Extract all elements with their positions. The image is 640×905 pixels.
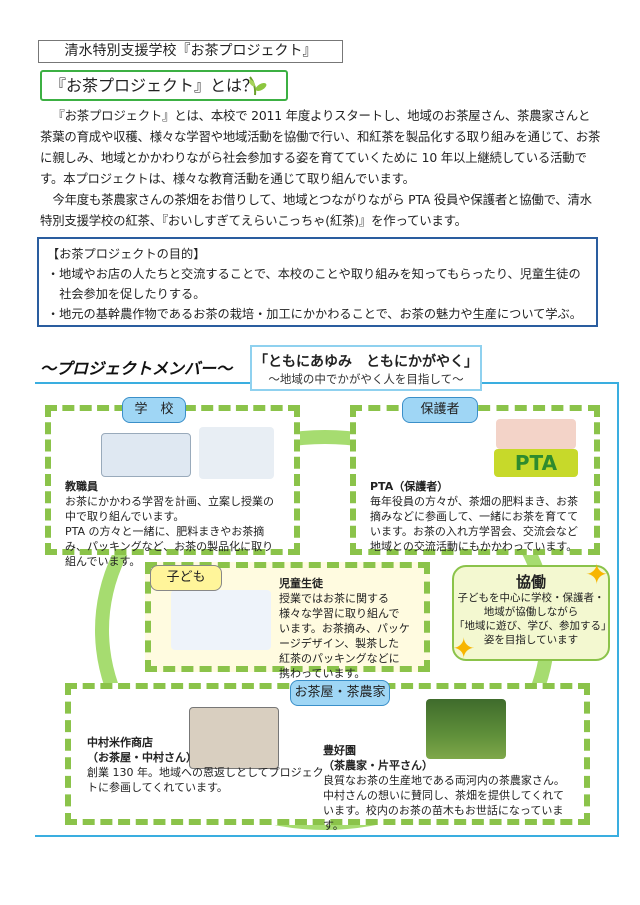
parents-text: 毎年役員の方々が、茶畑の肥料まき、お茶摘みなどに参画して、一緒にお茶を育てていま… (370, 495, 579, 553)
kyodo-bubble: 協働 子どもを中心に学校・保護者・ 地域が協働しながら 「地域に遊び、学び、参加… (452, 565, 612, 661)
shop-b-role: （茶農家・片平さん） (323, 759, 433, 772)
school-box: 教職員 お茶にかかわる学習を計画、立案し授業の中で取り組んでいます。 PTA の… (45, 405, 300, 568)
shop-b-text: 良質なお茶の生産地である両河内の茶農家さん。中村さんの想いに賛同し、茶畑を提供し… (323, 774, 565, 832)
pta-sign: PTA (494, 449, 578, 477)
school-text2: PTA の方々と一緒に、肥料まきやお茶摘み、パッキングなど、お茶の製品化に取り組… (65, 525, 274, 568)
shop-box: 中村米作商店 （お茶屋・中村さん） 創業 130 年。地域への恩返しとしてプロジ… (65, 683, 590, 832)
intro-paragraph: 『お茶プロジェクト』とは、本校で 2011 年度よりスタートし、地域のお茶屋さん… (40, 108, 601, 186)
motto-box: 「ともにあゆみ ともにかがやく」 ～地域の中でかがやく人を目指して～ (250, 345, 482, 391)
kyodo-line: 地域が協働しながら (483, 606, 579, 618)
tea-leaf-icon (249, 76, 267, 96)
tag-shop: お茶屋・茶農家 (290, 680, 390, 706)
shop-a-text: 創業 130 年。地域への恩返しとしてプロジェクトに参画してくれています。 (87, 766, 324, 794)
document-title: 清水特別支援学校『お茶プロジェクト』 (38, 40, 343, 63)
shop-a-role: （お茶屋・中村さん） (87, 751, 197, 764)
sparkle-icon: ✦ (452, 632, 476, 665)
kyodo-line: 「地域に遊び、学び、参加する」 (454, 620, 612, 632)
shop-b-name: 豊好園 (323, 744, 356, 757)
section-heading: 『お茶プロジェクト』とは？ (40, 70, 288, 101)
motto-sub: ～地域の中でかがやく人を目指して～ (268, 372, 464, 386)
members-heading: ～プロジェクトメンバー～ (40, 359, 233, 378)
purpose-item: ・地域やお店の人たちと交流することで、本校のことや取り組みを知ってもらったり、児… (47, 267, 581, 301)
school-name: 教職員 (65, 480, 98, 493)
kids-image (171, 590, 271, 650)
tag-parents: 保護者 (402, 397, 478, 423)
tea-field-photo (426, 699, 506, 759)
kyodo-line: 姿を目指しています (483, 634, 579, 646)
motto-main: 「ともにあゆみ ともにかがやく」 (254, 354, 478, 370)
parents-image (496, 419, 576, 449)
intro-paragraph: 今年度も茶農家さんの茶畑をお借りして、地域とつながりながら PTA 役員や保護者… (40, 192, 592, 228)
school-text: お茶にかかわる学習を計画、立案し授業の中で取り組んでいます。 (65, 495, 274, 523)
parents-name: PTA（保護者） (370, 480, 449, 493)
sparkle-icon: ✦ (585, 558, 609, 591)
shop-a-name: 中村米作商店 (87, 736, 153, 749)
intro-text: 『お茶プロジェクト』とは、本校で 2011 年度よりスタートし、地域のお茶屋さん… (40, 105, 602, 231)
purpose-box: 【お茶プロジェクトの目的】 ・地域やお店の人たちと交流することで、本校のことや取… (37, 237, 598, 327)
kids-name: 児童生徒 (279, 577, 323, 590)
purpose-item: ・地元の基幹農作物であるお茶の栽培・加工にかかわることで、お茶の魅力や生産につい… (47, 307, 582, 321)
purpose-title: 【お茶プロジェクトの目的】 (47, 247, 206, 261)
kyodo-line: 子どもを中心に学校・保護者・ (457, 592, 605, 604)
kyodo-title: 協働 (515, 573, 546, 591)
heading-text: 『お茶プロジェクト』とは？ (50, 76, 259, 95)
kids-text: 授業ではお茶に関する様々な学習に取り組んでいます。お茶摘み、パッケージデザイン、… (279, 592, 410, 680)
tag-kids: 子ども (150, 565, 222, 591)
school-building-image (101, 433, 191, 477)
tea-shop-image (189, 707, 279, 769)
teachers-image (199, 427, 274, 479)
tag-school: 学 校 (122, 397, 186, 423)
parents-box: PTA PTA（保護者） 毎年役員の方々が、茶畑の肥料まき、お茶摘みなどに参画し… (350, 405, 600, 555)
